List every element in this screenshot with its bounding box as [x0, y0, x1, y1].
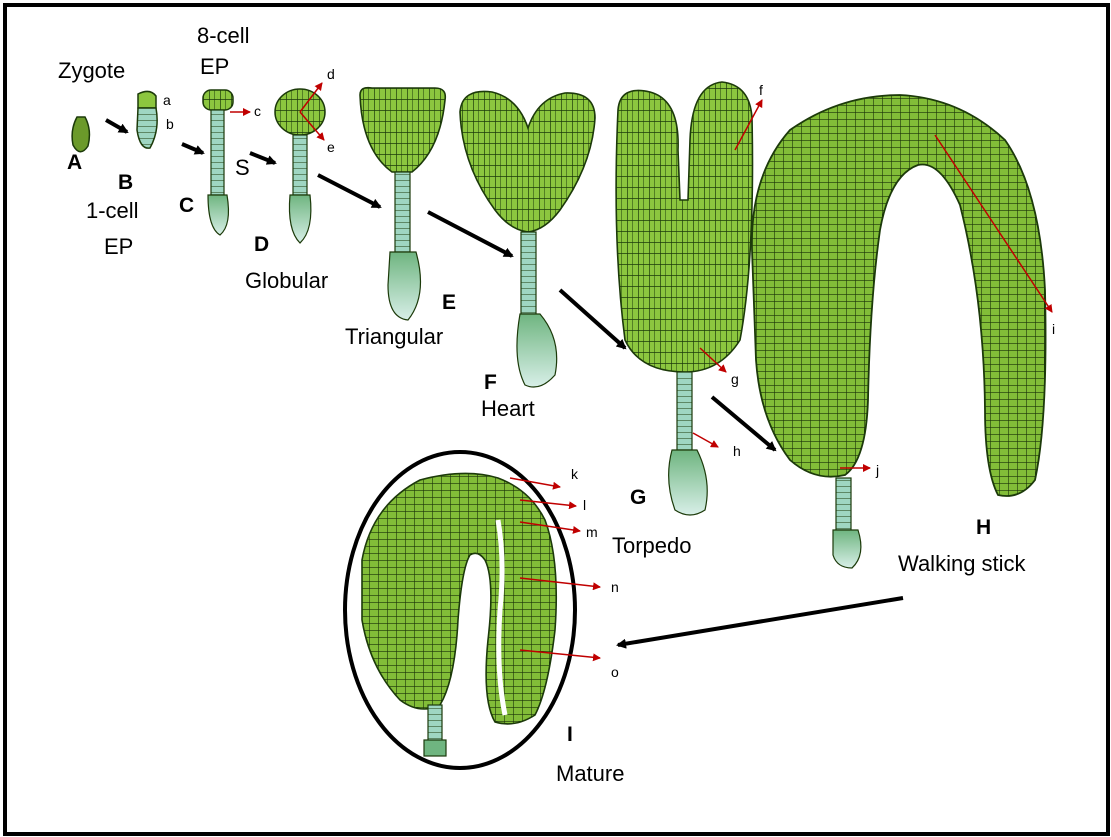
- part-label-m: m: [586, 525, 598, 539]
- label-heart: Heart: [481, 398, 535, 420]
- label-zygote: Zygote: [58, 60, 125, 82]
- stage-letter-f: F: [484, 372, 497, 393]
- label-mature: Mature: [556, 763, 624, 785]
- embryo-one-cell: [137, 91, 157, 148]
- stage-letter-h: H: [976, 517, 991, 538]
- label-torpedo: Torpedo: [612, 535, 692, 557]
- part-label-g: g: [731, 372, 739, 386]
- part-label-n: n: [611, 580, 619, 594]
- stage-letter-e: E: [442, 292, 456, 313]
- part-label-e: e: [327, 140, 335, 154]
- embryo-zygote: [72, 117, 89, 152]
- label-globular: Globular: [245, 270, 328, 292]
- embryo-eight-cell: [203, 90, 233, 235]
- part-label-l: l: [583, 498, 586, 512]
- suspensor-label: S: [235, 157, 250, 179]
- label-one-cell-line2: EP: [104, 236, 133, 258]
- part-label-j: j: [876, 463, 879, 477]
- embryo-walking-stick: [752, 95, 1046, 568]
- stage-letter-c: C: [179, 195, 194, 216]
- part-label-i: i: [1052, 322, 1055, 336]
- part-label-c: c: [254, 104, 261, 118]
- part-label-h: h: [733, 444, 741, 458]
- part-label-k: k: [571, 467, 578, 481]
- label-one-cell-line1: 1-cell: [86, 200, 139, 222]
- label-walking-stick: Walking stick: [898, 553, 1026, 575]
- stage-letter-b: B: [118, 172, 133, 193]
- stage-letter-d: D: [254, 234, 269, 255]
- stage-letter-a: A: [67, 152, 82, 173]
- part-label-b: b: [166, 117, 174, 131]
- part-label-o: o: [611, 665, 619, 679]
- part-label-d: d: [327, 67, 335, 81]
- label-triangular: Triangular: [345, 326, 443, 348]
- label-eight-cell-line2: EP: [200, 56, 229, 78]
- stage-letter-g: G: [630, 487, 646, 508]
- embryo-mature: [345, 452, 575, 768]
- stage-letter-i: I: [567, 724, 573, 745]
- part-label-a: a: [163, 93, 171, 107]
- part-label-f: f: [759, 83, 763, 97]
- label-eight-cell-line1: 8-cell: [197, 25, 250, 47]
